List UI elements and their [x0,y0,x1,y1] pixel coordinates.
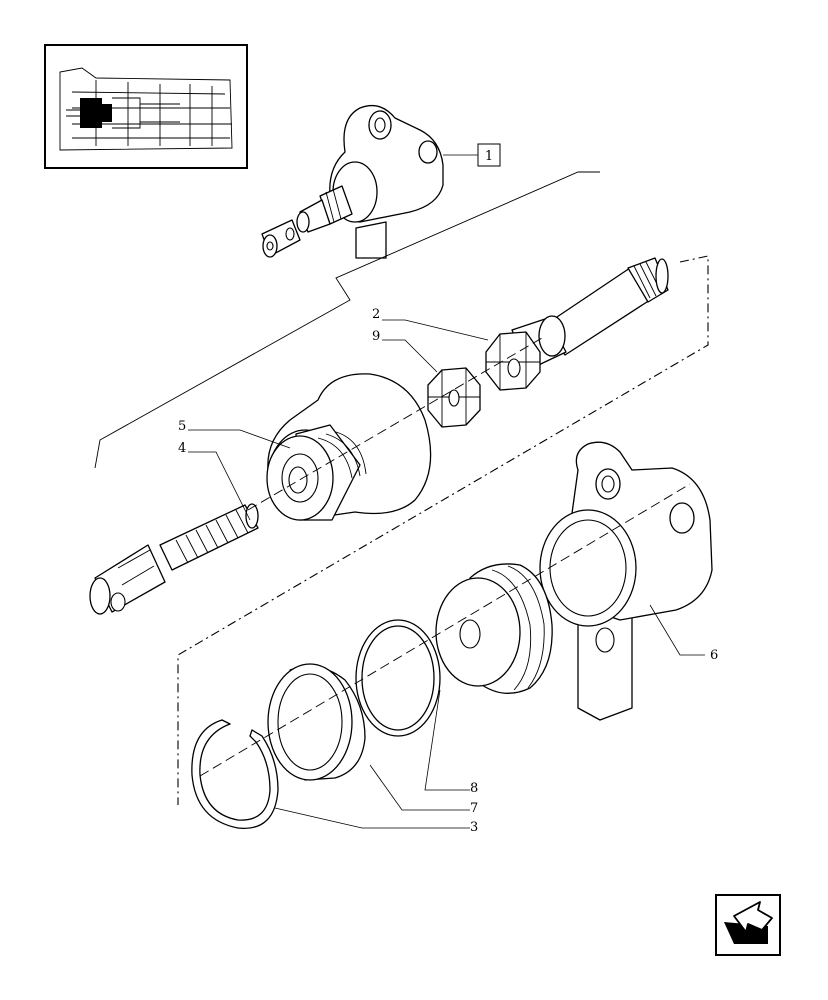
centre-axis [199,337,691,777]
part-1-assembled-cylinder [261,104,444,259]
part-8-seal-disc [435,563,553,694]
locator-thumbnail [44,44,248,169]
part-2-threaded-shaft [485,257,669,391]
part-4-fork-rod [89,503,259,615]
callout-label-2: 2 [372,307,380,322]
part-7-bushing [267,663,366,781]
callout-label-9: 9 [372,329,380,344]
part-8-ring [355,619,441,737]
callout-label-5: 5 [178,419,186,434]
callout-label-4: 4 [178,441,186,456]
leader-lines [188,319,705,829]
assembly-bracket-line [94,171,600,469]
callout-label-6: 6 [710,648,718,663]
callout-label-8: 8 [470,781,478,796]
callout-label-7: 7 [470,801,478,816]
part-3-snap-ring [191,719,279,829]
callout-label-3: 3 [470,820,478,835]
callout-1-box: 1 [443,143,501,167]
part-6-cylinder-housing [539,441,713,721]
exploded-envelope [177,255,709,805]
next-page-arrow-icon[interactable] [715,894,781,956]
part-9-hex-nut [427,367,481,428]
part-5-piston [266,373,432,521]
callout-label-1: 1 [485,149,493,164]
